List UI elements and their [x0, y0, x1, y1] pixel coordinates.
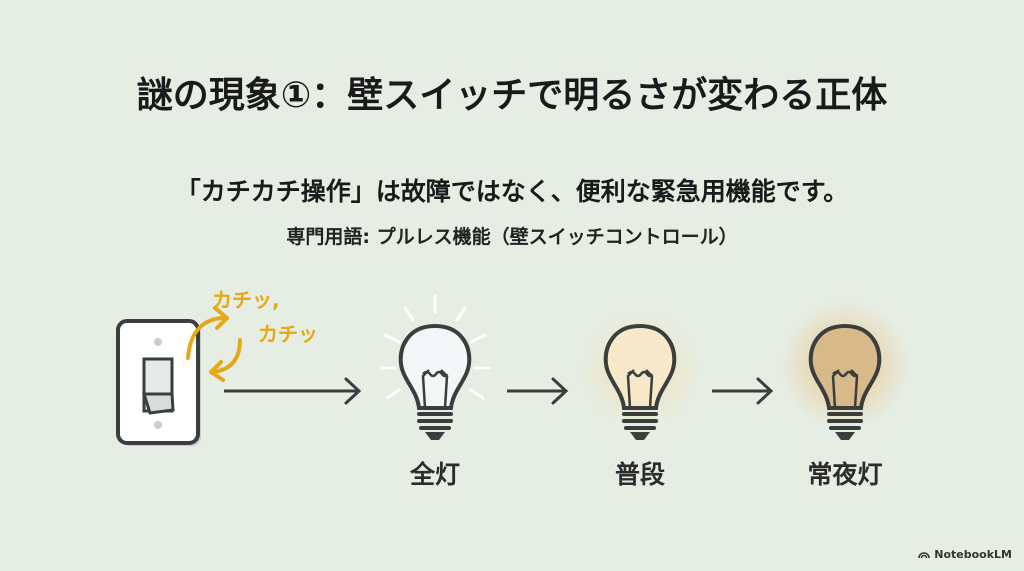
arrow-right-icon	[712, 377, 774, 405]
click-sound-1: カチッ,	[212, 288, 280, 312]
brand-name: NotebookLM	[934, 548, 1012, 561]
notebooklm-logo-icon	[918, 552, 931, 559]
slide-subtitle: 「カチカチ操作」は故障ではなく、便利な緊急用機能です。	[175, 177, 849, 206]
lightbulb-full-icon	[379, 294, 491, 440]
click-sound-2: カチッ	[258, 322, 318, 346]
arrow-right-icon	[507, 377, 569, 405]
bulb-label-night: 常夜灯	[807, 460, 883, 489]
lightbulb-night-icon	[808, 323, 882, 440]
bulb-label-full: 全灯	[409, 460, 460, 489]
wall-switch-icon	[116, 319, 201, 446]
technical-term: 専門用語: プルレス機能（壁スイッチコントロール）	[286, 226, 738, 248]
toggle-arrows-icon	[186, 306, 242, 382]
slide-title: 謎の現象①：壁スイッチで明るさが変わる正体	[136, 75, 888, 116]
arrow-right-icon	[224, 377, 362, 405]
lightbulb-normal-icon	[603, 323, 677, 440]
branding: NotebookLM	[918, 548, 1012, 561]
bulb-label-normal: 普段	[614, 460, 665, 489]
